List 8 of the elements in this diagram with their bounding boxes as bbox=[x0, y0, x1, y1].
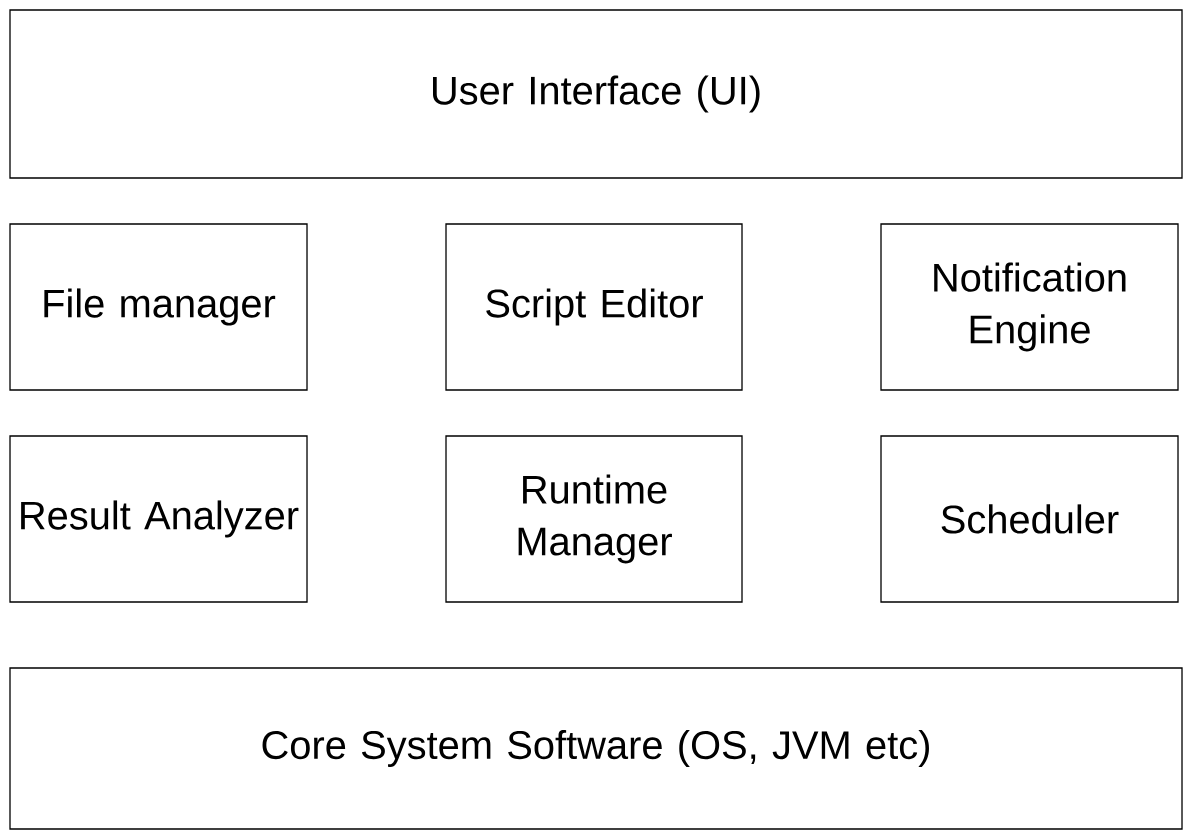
module-box: Script Editor bbox=[445, 223, 743, 391]
module-box: Runtime Manager bbox=[445, 435, 743, 603]
layer-box: Core System Software (OS, JVM etc) bbox=[9, 667, 1183, 830]
layer-box: User Interface (UI) bbox=[9, 9, 1183, 179]
module-box: Scheduler bbox=[880, 435, 1179, 603]
module-box: File manager bbox=[9, 223, 308, 391]
module-box: Result Analyzer bbox=[9, 435, 308, 603]
module-box: Notification Engine bbox=[880, 223, 1179, 391]
